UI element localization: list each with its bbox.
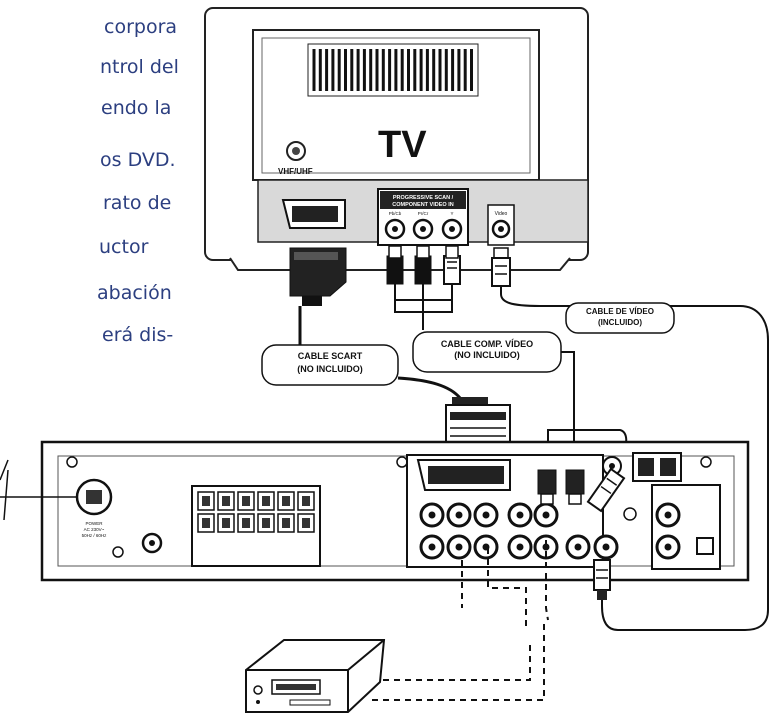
video-cable-label-line1: CABLE DE VÍDEO — [586, 307, 654, 316]
speaker-terminal-clip — [222, 518, 230, 528]
component-cable-wires-top — [394, 284, 453, 320]
screw-icon — [700, 456, 712, 468]
tv-vent-grille — [307, 43, 479, 97]
comp-cable-label-line2: (NO INCLUIDO) — [454, 350, 520, 360]
video-plug-tv — [491, 247, 511, 287]
vcr-connection-dashed — [372, 540, 549, 701]
rca-jack-center — [542, 511, 550, 519]
video-plug-receiver — [593, 559, 611, 600]
tv-unit: TV VHF/UHF PROGRESSIVE SCAN / COMPONENT … — [204, 7, 589, 271]
port-y-label: Y — [450, 211, 453, 216]
speaker-terminal-clip — [302, 496, 310, 506]
rca-jack-center — [602, 543, 610, 551]
scart-plug-tv — [289, 247, 347, 306]
tv-component-header — [380, 191, 466, 209]
port-pr-label: Pr/Cr — [418, 211, 429, 216]
power-inlet: POWER AC 230V~ 50Hz / 60Hz — [75, 478, 113, 538]
speaker-terminal-clip — [302, 518, 310, 528]
screw-icon — [112, 546, 124, 558]
scart-cable-label-line1: CABLE SCART — [298, 351, 363, 361]
speaker-terminal-clip — [282, 496, 290, 506]
port-video-label: Video — [495, 211, 508, 217]
component-plugs-receiver — [537, 467, 626, 513]
side-text-line: uctor — [99, 236, 149, 258]
tv-title: TV — [378, 124, 427, 166]
side-text-line: corpora — [104, 16, 178, 38]
rca-jack-center — [542, 543, 550, 551]
power-label-3: 50Hz / 60Hz — [82, 533, 108, 538]
rca-jack-center — [455, 511, 463, 519]
side-text-line: rato de — [103, 192, 172, 214]
speaker-terminal-clip — [202, 496, 210, 506]
side-text-line: os DVD. — [100, 149, 176, 171]
component-cable-label: CABLE COMP. VÍDEO (NO INCLUIDO) — [412, 331, 562, 373]
video-cable-label-line2: (INCLUIDO) — [598, 318, 642, 327]
speaker-terminal-clip — [242, 496, 250, 506]
video-cable-wire — [500, 286, 769, 631]
scart-cable-label-line2: (NO INCLUIDO) — [297, 364, 363, 374]
video-cable-label: CABLE DE VÍDEO (INCLUIDO) — [565, 302, 675, 334]
scart-cable-label: CABLE SCART (NO INCLUIDO) — [261, 344, 399, 386]
rca-jack-center — [428, 511, 436, 519]
speaker-terminals — [191, 485, 321, 567]
side-text-line: abación — [97, 282, 172, 304]
speaker-terminal-clip — [202, 518, 210, 528]
right-connector-block — [602, 452, 721, 570]
antenna-jack-center — [292, 147, 300, 155]
power-label-1: POWER — [85, 521, 103, 526]
av-connector-block — [406, 454, 619, 568]
speaker-terminal-clip — [242, 518, 250, 528]
rca-jack-center — [516, 543, 524, 551]
speaker-terminal-clip — [262, 518, 270, 528]
rca-jack-center — [455, 543, 463, 551]
side-text-line: endo la — [101, 97, 172, 119]
tv-scart-pins — [292, 206, 338, 222]
speaker-terminal-clip — [222, 496, 230, 506]
screw-icon — [396, 456, 408, 468]
component-header-line2: COMPONENT VIDEO IN — [392, 202, 453, 208]
tv-back-inner — [261, 37, 531, 174]
power-label-2: AC 230V~ — [84, 527, 105, 532]
rca-jack-center — [482, 511, 490, 519]
rca-jack-center — [428, 543, 436, 551]
receiver-unit: POWER AC 230V~ 50Hz / 60Hz — [0, 440, 750, 582]
antenna-label: VHF/UHF — [278, 167, 313, 176]
screw-icon — [66, 456, 78, 468]
scart-plug-receiver — [445, 397, 511, 449]
side-text-line: ntrol del — [100, 56, 179, 78]
comp-cable-label-line1: CABLE COMP. VÍDEO — [441, 339, 533, 349]
vcr-device — [245, 639, 386, 713]
speaker-terminal-clip — [262, 496, 270, 506]
port-pb-label: Pb/Cb — [389, 211, 402, 216]
rca-jack-center — [574, 543, 582, 551]
side-text-line: erá dis- — [102, 324, 174, 346]
rca-jack-center — [516, 511, 524, 519]
component-plugs-tv — [386, 245, 461, 285]
speaker-terminal-clip — [282, 518, 290, 528]
component-header-line1: PROGRESSIVE SCAN / — [393, 195, 454, 201]
